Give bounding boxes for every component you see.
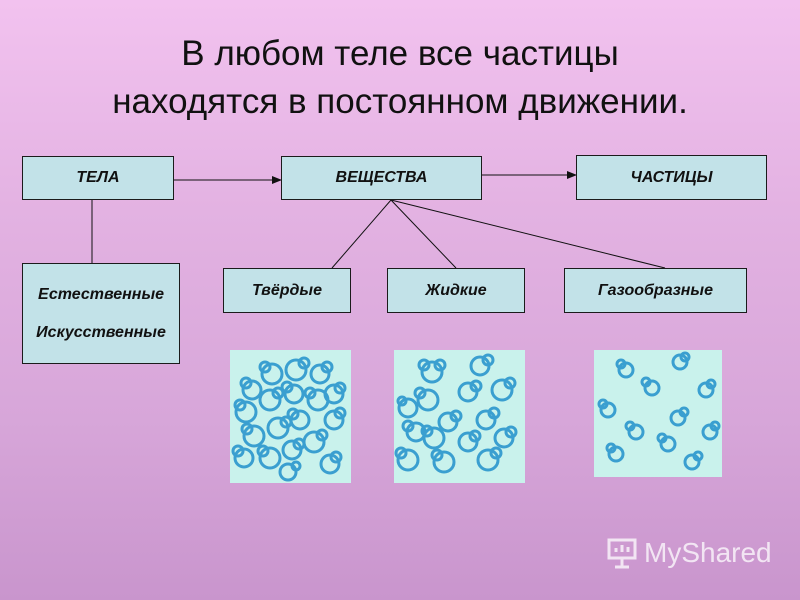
gas-particles-picture	[594, 350, 722, 477]
liquid-particles-picture	[394, 350, 525, 483]
box-bodies-label: ТЕЛА	[76, 169, 120, 186]
title-line-2: находятся в постоянном движении.	[112, 82, 688, 121]
box-body-types: Естественные Искусственные	[22, 263, 180, 364]
box-particles: ЧАСТИЦЫ	[576, 155, 767, 200]
box-liquid-label: Жидкие	[425, 281, 487, 299]
line-substances-to-liquid	[390, 199, 457, 269]
box-gaseous-label: Газообразные	[598, 281, 713, 299]
box-solid-label: Твёрдые	[252, 281, 322, 299]
line-substances-to-solid	[331, 199, 392, 269]
solid-particles-picture	[230, 350, 351, 483]
line-substances-to-gas	[390, 199, 666, 269]
presentation-board-icon	[607, 538, 637, 569]
box-gaseous: Газообразные	[564, 268, 747, 313]
box-substances-label: ВЕЩЕСТВА	[335, 169, 428, 186]
box-substances: ВЕЩЕСТВА	[281, 156, 482, 200]
watermark-logo: MyShared	[606, 536, 772, 570]
watermark-text: MyShared	[644, 537, 772, 568]
box-natural-label: Естественные	[37, 285, 165, 303]
box-solid: Твёрдые	[223, 268, 351, 313]
title-line-1: В любом теле все частицы	[181, 34, 619, 73]
box-liquid: Жидкие	[387, 268, 525, 313]
box-particles-label: ЧАСТИЦЫ	[630, 168, 713, 186]
box-artificial-label: Искусственные	[36, 323, 166, 341]
slide-title: В любом теле все частицы находятся в пос…	[0, 30, 800, 126]
box-bodies: ТЕЛА	[22, 156, 174, 200]
